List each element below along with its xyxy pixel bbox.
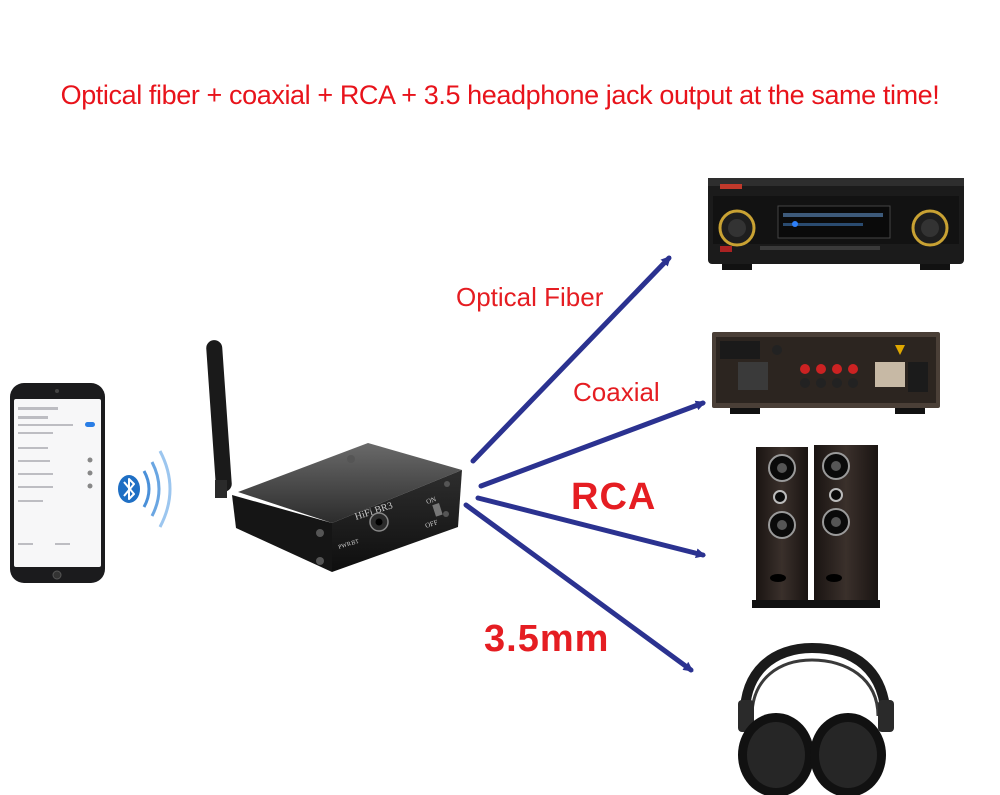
arrow-icon xyxy=(470,255,672,464)
phone-settings-list xyxy=(18,407,73,545)
arrow-icon xyxy=(463,502,694,673)
arrow-icon xyxy=(478,400,706,489)
rca-label: RCA xyxy=(571,476,657,518)
antenna xyxy=(206,340,232,498)
power-amplifier xyxy=(712,332,940,414)
arrow-icon xyxy=(475,495,706,559)
headline: Optical fiber + coaxial + RCA + 3.5 head… xyxy=(60,80,940,110)
switch-off-label: OFF xyxy=(424,518,439,530)
led-bt-label: BT xyxy=(351,539,360,547)
av-amplifier xyxy=(708,178,964,270)
phone-toggle xyxy=(85,422,95,427)
smartphone xyxy=(10,383,105,583)
coaxial-label: Coaxial xyxy=(573,377,660,407)
output-arrows xyxy=(463,255,706,673)
floor-speaker-left xyxy=(752,447,812,608)
headphone-3-5mm-label: 3.5mm xyxy=(484,618,610,660)
optical-fiber-label: Optical Fiber xyxy=(456,282,604,312)
led-pwr-label: PWR xyxy=(338,541,352,551)
bluetooth-receiver: HiFi BR3 PWR BT ON OFF xyxy=(232,443,462,572)
power-switch xyxy=(432,503,443,517)
floor-speaker-right xyxy=(810,445,880,608)
switch-on-label: ON xyxy=(425,495,437,506)
bluetooth-icon xyxy=(118,450,172,528)
headphones xyxy=(738,642,894,795)
